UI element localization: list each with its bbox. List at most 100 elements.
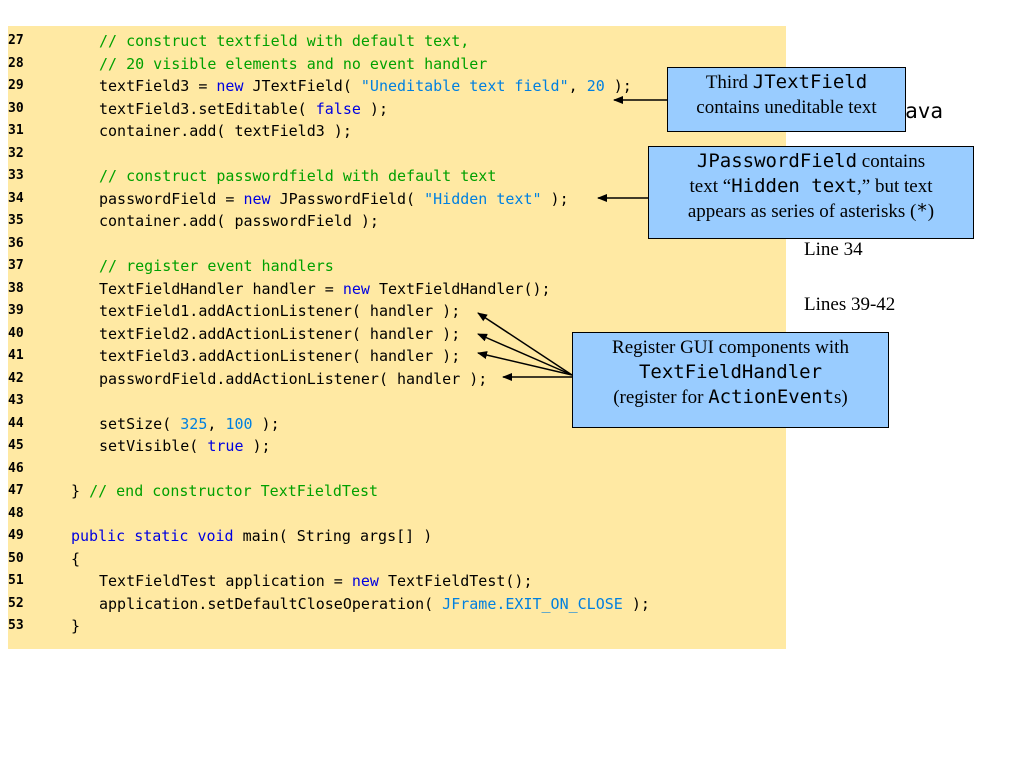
code-token: passwordField = bbox=[99, 189, 244, 208]
line-number: 37 bbox=[8, 258, 24, 273]
callout-text: Third bbox=[705, 72, 753, 93]
line-number: 32 bbox=[8, 145, 24, 161]
code-token: , bbox=[207, 414, 226, 433]
line-number: 48 bbox=[8, 505, 24, 521]
code-text: } bbox=[71, 615, 80, 637]
callout-text: (register for bbox=[613, 387, 709, 408]
line-number: 52 bbox=[8, 595, 24, 611]
code-text: container.add( textField3 ); bbox=[99, 120, 352, 142]
code-line: 44 setSize( 325, 100 ); bbox=[8, 413, 786, 435]
callout-code: JPasswordField bbox=[696, 150, 858, 172]
code-line: 36 bbox=[8, 233, 786, 255]
callout-text: Register GUI components with bbox=[612, 337, 849, 358]
line-number: 33 bbox=[8, 168, 24, 183]
line-number: 45 bbox=[8, 438, 24, 453]
code-text: application.setDefaultCloseOperation( JF… bbox=[99, 593, 650, 615]
code-line: 37// register event handlers bbox=[8, 255, 786, 277]
callout-text: s) bbox=[834, 387, 848, 408]
code-token: TextFieldHandler handler = bbox=[99, 279, 343, 298]
code-token: textField3 = bbox=[99, 77, 217, 95]
code-line: 34 passwordField = new JPasswordField( "H… bbox=[8, 188, 786, 210]
note-line-34: Line 34 bbox=[804, 239, 863, 260]
line-number: 40 bbox=[8, 325, 24, 341]
code-token: textField3.setEditable( bbox=[99, 99, 316, 118]
code-token: new bbox=[351, 572, 379, 590]
code-token: JPasswordField( bbox=[270, 189, 425, 208]
note-lines-39-42: Lines 39-42 bbox=[804, 294, 896, 315]
code-token: { bbox=[71, 549, 81, 568]
code-text: { bbox=[71, 548, 80, 570]
line-number: 51 bbox=[8, 573, 24, 588]
code-token: passwordField.addActionListener( handler… bbox=[99, 369, 488, 388]
line-number: 29 bbox=[8, 78, 24, 93]
code-token bbox=[125, 527, 134, 545]
callout-jtextfield: Third JTextField contains uneditable tex… bbox=[667, 67, 906, 132]
code-token: // construct textfield with default text… bbox=[99, 32, 470, 50]
code-token: ); bbox=[252, 414, 280, 433]
code-text: setVisible( true ); bbox=[99, 435, 271, 457]
code-text: textField2.addActionListener( handler ); bbox=[99, 323, 460, 345]
code-token: container.add( textField3 ); bbox=[99, 122, 352, 140]
line-number: 42 bbox=[8, 370, 24, 386]
code-text: textField3.setEditable( false ); bbox=[99, 98, 388, 120]
code-token: true bbox=[207, 437, 244, 455]
code-line: 43 bbox=[8, 390, 786, 412]
code-text: public static void main( String args[] ) bbox=[71, 525, 432, 547]
code-token: setVisible( bbox=[99, 437, 208, 455]
code-text: passwordField = new JPasswordField( "Hid… bbox=[99, 188, 569, 210]
code-token: setSize( bbox=[99, 414, 181, 433]
code-line: 30 textField3.setEditable( false ); bbox=[8, 98, 786, 120]
code-token: application.setDefaultCloseOperation( bbox=[99, 594, 443, 613]
code-line: 47 } // end constructor TextFieldTest bbox=[8, 480, 786, 502]
code-token: textField3.addActionListener( handler ); bbox=[99, 347, 461, 365]
code-token: static bbox=[134, 527, 189, 545]
code-line: 45 setVisible( true ); bbox=[8, 435, 786, 457]
code-line: 46 bbox=[8, 458, 786, 480]
line-number: 39 bbox=[8, 303, 24, 318]
code-token: textField2.addActionListener( handler ); bbox=[99, 324, 461, 343]
code-text: // construct passwordfield with default … bbox=[99, 165, 496, 187]
callout-code: * bbox=[916, 200, 928, 222]
code-token: // 20 visible elements and no event hand… bbox=[99, 54, 488, 73]
line-number: 28 bbox=[8, 55, 24, 71]
line-number: 49 bbox=[8, 528, 24, 543]
line-number: 27 bbox=[8, 33, 24, 48]
line-number: 35 bbox=[8, 213, 24, 228]
code-text: setSize( 325, 100 ); bbox=[99, 413, 280, 435]
code-line: 48 bbox=[8, 503, 786, 525]
line-number: 34 bbox=[8, 190, 24, 206]
line-number: 44 bbox=[8, 415, 24, 431]
code-token: // construct passwordfield with default … bbox=[99, 167, 497, 185]
code-text: TextFieldHandler handler = new TextField… bbox=[99, 278, 551, 300]
callout-text: appears as series of asterisks ( bbox=[687, 201, 917, 222]
line-number: 50 bbox=[8, 550, 24, 566]
line-number: 36 bbox=[8, 235, 24, 251]
line-number: 30 bbox=[8, 100, 24, 116]
line-number: 53 bbox=[8, 618, 24, 633]
code-token: } bbox=[71, 482, 90, 500]
code-token: } bbox=[71, 617, 81, 635]
code-token: ); bbox=[604, 77, 632, 95]
line-number: 47 bbox=[8, 483, 24, 498]
code-token: 20 bbox=[586, 77, 605, 95]
code-token: "Uneditable text field" bbox=[360, 77, 569, 95]
line-number: 41 bbox=[8, 348, 24, 363]
code-line: 49 public static void main( String args[]… bbox=[8, 525, 786, 547]
code-token: textField1.addActionListener( handler ); bbox=[99, 302, 461, 320]
code-line: 27 // construct textfield with default te… bbox=[8, 30, 786, 52]
code-token: new bbox=[216, 77, 244, 95]
code-token: TextFieldHandler(); bbox=[369, 279, 551, 298]
code-text: textField3.addActionListener( handler ); bbox=[99, 345, 460, 367]
code-line: 32 bbox=[8, 143, 786, 165]
code-token: 325 bbox=[180, 414, 208, 433]
code-text: } // end constructor TextFieldTest bbox=[71, 480, 378, 502]
code-line: 35 container.add( passwordField ); bbox=[8, 210, 786, 232]
code-token: ); bbox=[360, 99, 388, 118]
code-token: false bbox=[315, 99, 361, 118]
code-text: container.add( passwordField ); bbox=[99, 210, 379, 232]
code-line: 52 application.setDefaultCloseOperation( … bbox=[8, 593, 786, 615]
callout-text: ,” but text bbox=[857, 176, 933, 197]
callout-text: text “ bbox=[689, 176, 732, 197]
